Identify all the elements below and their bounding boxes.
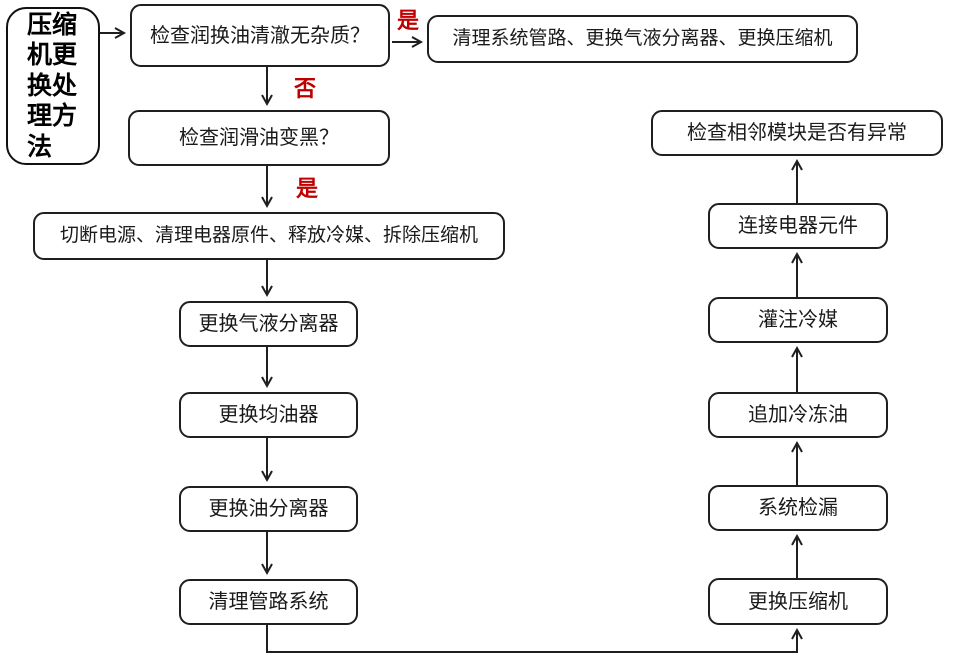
- node-system-leak-check: 系统检漏: [708, 485, 888, 531]
- node-cut-power: 切断电源、清理电器原件、释放冷媒、拆除压缩机: [33, 212, 505, 260]
- node-label: 清理系统管路、更换气液分离器、更换压缩机: [452, 27, 833, 49]
- node-check-adjacent-modules: 检查相邻模块是否有异常: [651, 110, 943, 156]
- node-check-oil-black: 检查润滑油变黑？: [128, 110, 390, 166]
- node-label: 更换油分离器: [208, 498, 329, 520]
- node-label: 追加冷冻油: [748, 404, 848, 426]
- node-replace-oil-equalizer: 更换均油器: [179, 392, 358, 438]
- node-label: 检查润换油清澈无杂质？: [150, 24, 370, 47]
- node-label: 更换压缩机: [748, 590, 848, 613]
- node-label: 清理管路系统: [208, 591, 329, 613]
- node-clean-system-pipes: 清理系统管路、更换气液分离器、更换压缩机: [427, 15, 858, 63]
- edge-label-yes-mid: 是: [296, 176, 319, 201]
- node-label: 灌注冷媒: [758, 309, 838, 331]
- node-fill-refrigerant: 灌注冷媒: [708, 297, 888, 343]
- edge-label-no: 否: [294, 76, 317, 101]
- node-label: 连接电器元件: [738, 215, 858, 237]
- node-clean-pipe-system: 清理管路系统: [179, 579, 358, 625]
- node-title: 压缩机更换处理方法: [6, 7, 100, 165]
- node-label: 检查相邻模块是否有异常: [687, 122, 907, 144]
- node-replace-oil-separator: 更换油分离器: [179, 486, 358, 532]
- node-label: 系统检漏: [758, 497, 838, 519]
- node-check-oil-clear: 检查润换油清澈无杂质？: [130, 4, 390, 67]
- node-label: 切断电源、清理电器原件、释放冷媒、拆除压缩机: [59, 224, 478, 246]
- edge-label-yes-top: 是: [397, 8, 420, 33]
- node-add-refrigeration-oil: 追加冷冻油: [708, 392, 888, 438]
- node-connect-electrical-components: 连接电器元件: [708, 203, 888, 249]
- node-label: 更换气液分离器: [198, 313, 339, 335]
- edge-bottom-connector-to-replace-compressor: [266, 625, 803, 653]
- title-text: 压缩机更换处理方法: [27, 10, 78, 161]
- node-label: 检查润滑油变黑？: [179, 127, 339, 149]
- node-replace-gas-liquid-separator: 更换气液分离器: [179, 301, 358, 347]
- node-label: 更换均油器: [218, 404, 319, 426]
- node-replace-compressor: 更换压缩机: [708, 578, 888, 625]
